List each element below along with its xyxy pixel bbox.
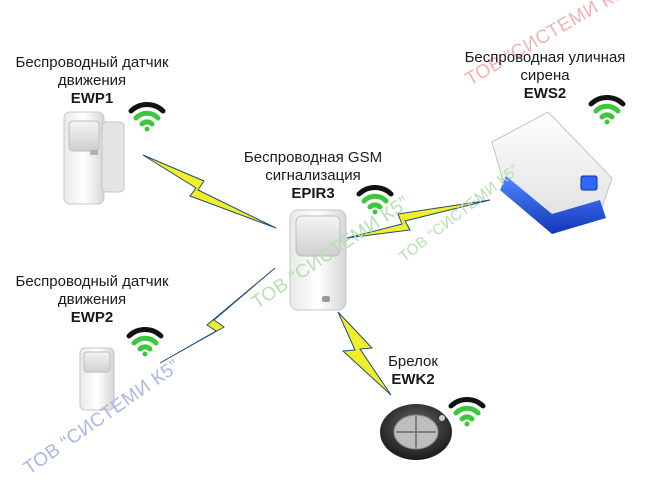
ewp2-sensor-image (79, 347, 115, 411)
ewk2-label: Брелок EWK2 (378, 353, 448, 389)
wifi-icon (356, 185, 394, 215)
epir3-unit-image (289, 209, 347, 311)
ewp2-label: Беспроводный датчик движения EWP2 (6, 273, 178, 327)
ews2-model: EWS2 (523, 85, 567, 102)
ewp1-model: EWP1 (70, 90, 114, 107)
ewk2-model: EWK2 (391, 371, 435, 388)
epir3-label: Беспроводная GSM сигнализация EPIR3 (230, 149, 396, 203)
wifi-icon (588, 95, 626, 125)
ewp2-name-line1: Беспроводный датчик (15, 273, 169, 290)
ews2-name-line1: Беспроводная уличная (464, 49, 626, 66)
ewp1-label: Беспроводный датчик движения EWP1 (6, 54, 178, 108)
epir3-name-line1: Беспроводная GSM (243, 149, 383, 166)
wifi-icon (128, 102, 166, 132)
ewp2-name-line2: движения (57, 291, 127, 308)
epir3-name-line2: сигнализация (265, 167, 361, 184)
ewp2-model: EWP2 (70, 309, 114, 326)
ews2-label: Беспроводная уличная сирена EWS2 (454, 49, 636, 103)
ewp1-name-line1: Беспроводный датчик (15, 54, 169, 71)
epir3-model: EPIR3 (291, 185, 335, 202)
link-ews2-epir3 (346, 199, 491, 239)
ewp1-name-line2: движения (57, 72, 127, 89)
link-ewp1-epir3 (142, 154, 277, 229)
ews2-siren-image (491, 111, 613, 234)
ewk2-keyfob-image (380, 404, 452, 460)
wifi-icon (448, 397, 486, 427)
link-ewp2-epir3 (159, 267, 276, 364)
ewk2-name-line1: Брелок (388, 353, 438, 370)
wifi-icon (126, 327, 164, 357)
ews2-name-line2: сирена (520, 67, 570, 84)
link-epir3-ewk2 (337, 311, 392, 396)
ewp1-sensor-image (63, 111, 125, 205)
